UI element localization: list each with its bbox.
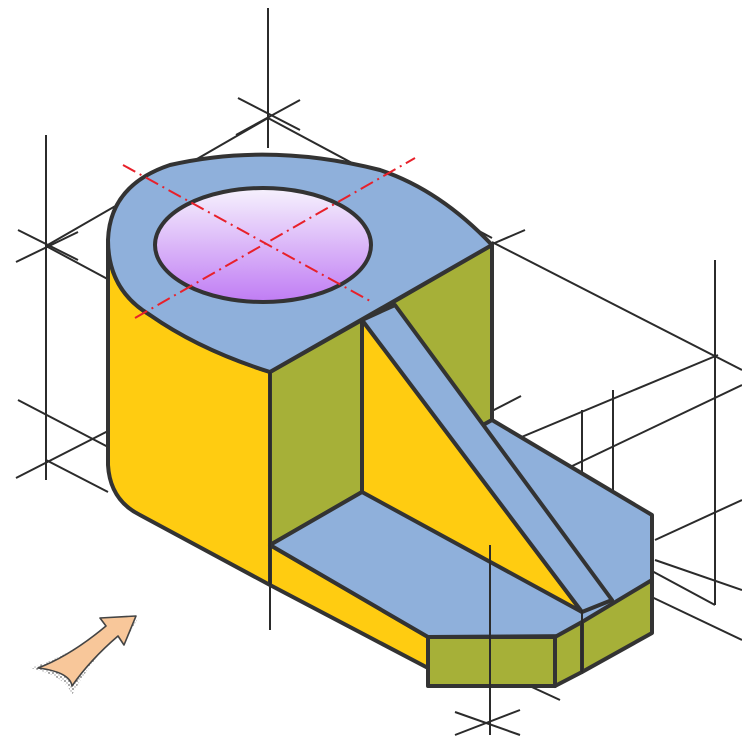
base-end-face-left <box>426 635 557 688</box>
direction-arrow-icon <box>30 615 138 695</box>
bearing-block <box>106 152 654 688</box>
rib-top-face <box>360 303 614 614</box>
bore-hole <box>153 186 373 304</box>
center-lines <box>122 157 416 319</box>
construction-lines-foreground <box>269 372 583 735</box>
